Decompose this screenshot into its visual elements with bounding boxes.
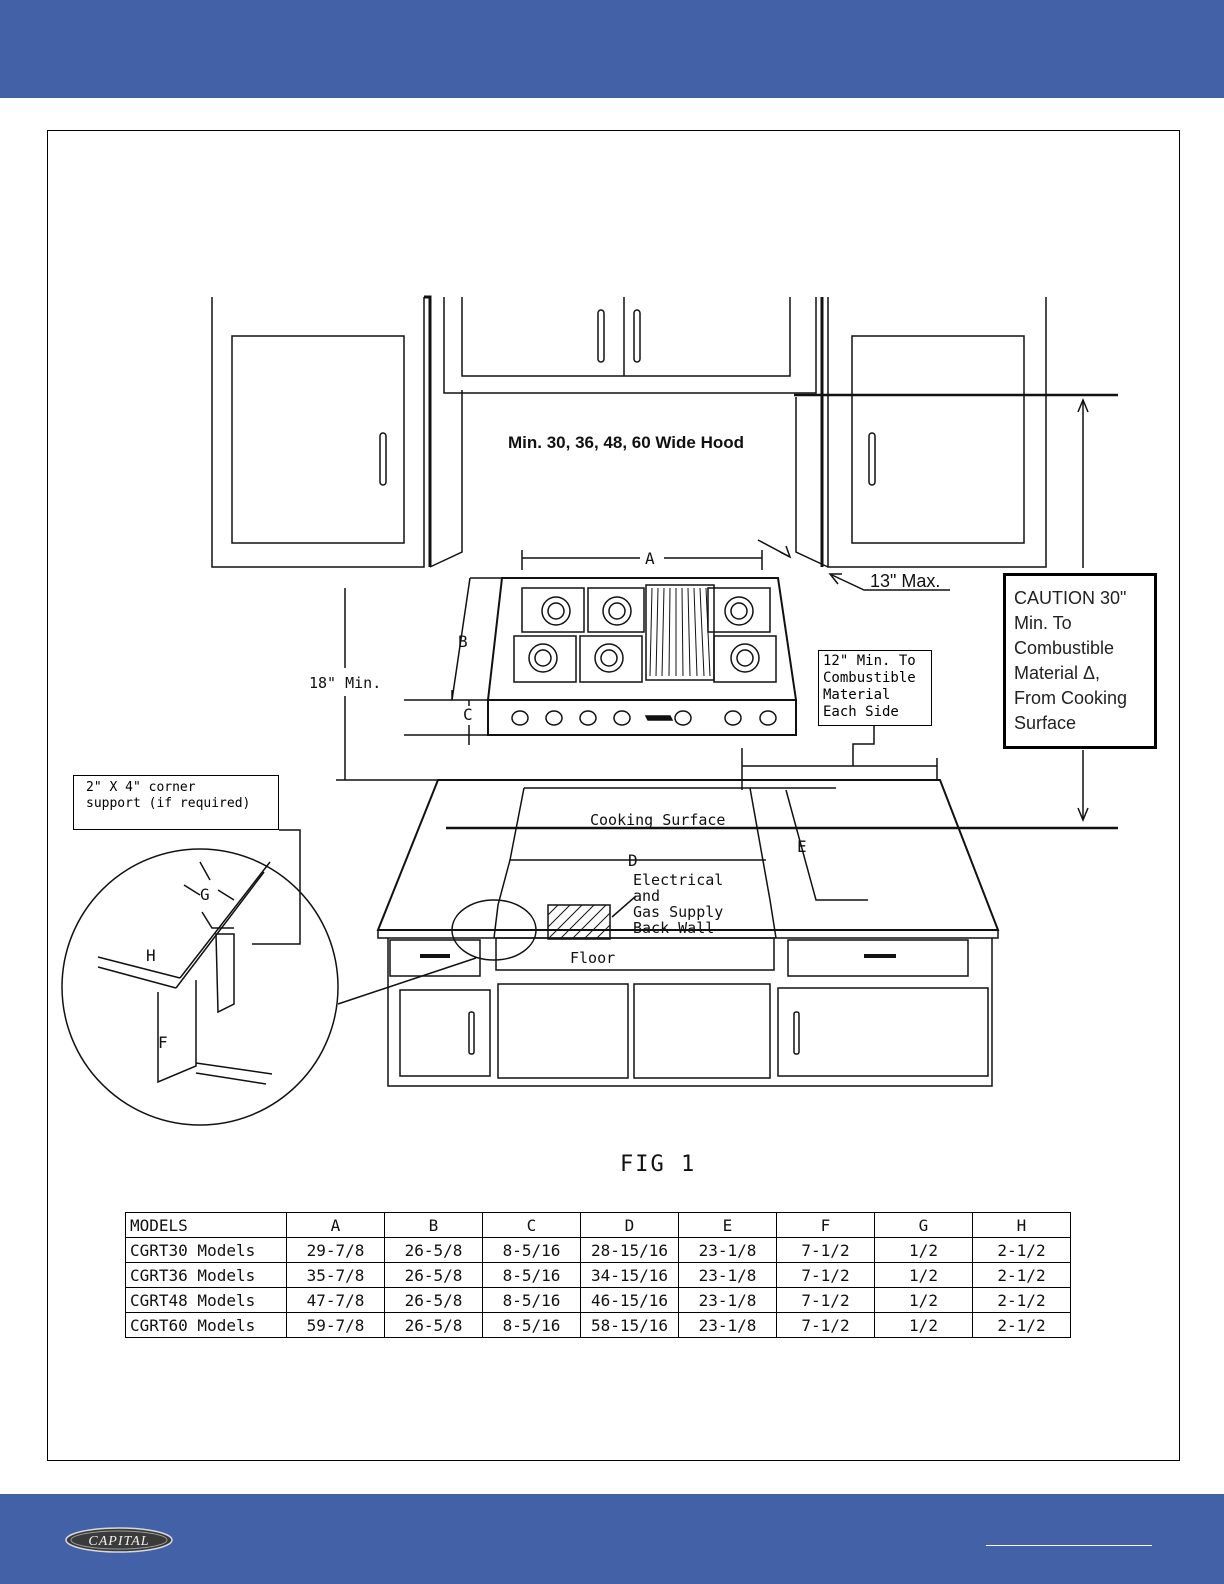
- figure-frame: [47, 130, 1180, 1461]
- table-cell: 23-1/8: [678, 1237, 777, 1263]
- table-cell: CGRT60 Models: [125, 1312, 287, 1338]
- table-cell: 1/2: [874, 1262, 973, 1288]
- logo-wordmark: CAPITAL: [88, 1534, 149, 1549]
- corner-detail: [61, 848, 339, 1126]
- center-wall-cabinet: [443, 297, 817, 394]
- table-cell: 58-15/16: [580, 1312, 679, 1338]
- dimension-f-label: F: [158, 1033, 168, 1052]
- caution-line: Combustible: [1014, 638, 1115, 658]
- table-cell: 8-5/16: [482, 1287, 581, 1313]
- column-header: B: [384, 1212, 483, 1238]
- footer-rule: [986, 1545, 1152, 1546]
- dimension-a-label: A: [645, 549, 655, 568]
- table-cell: 29-7/8: [286, 1237, 385, 1263]
- table-cell: 2-1/2: [972, 1262, 1071, 1288]
- table-header-row: MODELS A B C D E F G H: [125, 1212, 1071, 1238]
- table-cell: 7-1/2: [776, 1287, 875, 1313]
- table-cell: 8-5/16: [482, 1262, 581, 1288]
- dimension-h-label: H: [146, 946, 156, 965]
- table-cell: 8-5/16: [482, 1312, 581, 1338]
- table-cell: 23-1/8: [678, 1312, 777, 1338]
- table-cell: 23-1/8: [678, 1262, 777, 1288]
- column-header: E: [678, 1212, 777, 1238]
- dimension-c-label: C: [463, 705, 473, 724]
- table-cell: 8-5/16: [482, 1237, 581, 1263]
- note-line: 12" Min. To: [823, 653, 916, 669]
- island-cabinet: [376, 779, 1000, 1087]
- note-line: Combustible: [823, 670, 916, 686]
- dimension-b-label: B: [458, 632, 468, 651]
- table-cell: 26-5/8: [384, 1237, 483, 1263]
- header-band: [0, 0, 1224, 98]
- side-clearance-note: 12" Min. To Combustible Material Each Si…: [818, 650, 932, 726]
- note-line: Material: [823, 687, 891, 703]
- table-cell: 59-7/8: [286, 1312, 385, 1338]
- rangetop: [486, 577, 798, 736]
- table-cell: 7-1/2: [776, 1262, 875, 1288]
- table-cell: 2-1/2: [972, 1237, 1071, 1263]
- capital-logo: CAPITAL: [65, 1527, 173, 1553]
- table-row: CGRT60 Models 59-7/8 26-5/8 8-5/16 58-15…: [125, 1312, 1071, 1338]
- hood-label: Min. 30, 36, 48, 60 Wide Hood: [508, 433, 745, 452]
- table-cell: 7-1/2: [776, 1237, 875, 1263]
- table-cell: 47-7/8: [286, 1287, 385, 1313]
- corner-line: support (if required): [86, 796, 251, 811]
- table-cell: CGRT36 Models: [125, 1262, 287, 1288]
- table-cell: 34-15/16: [580, 1262, 679, 1288]
- dimensions-table: MODELS A B C D E F G H CGRT30 Models 29-…: [125, 1212, 1071, 1338]
- table-cell: 26-5/8: [384, 1262, 483, 1288]
- dimension-g-label: G: [200, 885, 210, 904]
- table-row: CGRT36 Models 35-7/8 26-5/8 8-5/16 34-15…: [125, 1262, 1071, 1288]
- table-cell: 26-5/8: [384, 1312, 483, 1338]
- table-cell: 1/2: [874, 1312, 973, 1338]
- table-row: CGRT30 Models 29-7/8 26-5/8 8-5/16 28-15…: [125, 1237, 1071, 1263]
- column-header: G: [874, 1212, 973, 1238]
- supply-line: Gas Supply: [633, 903, 724, 921]
- supply-line: Back Wall: [633, 919, 715, 937]
- table-row: CGRT48 Models 47-7/8 26-5/8 8-5/16 46-15…: [125, 1287, 1071, 1313]
- right-wall-cabinet: [795, 297, 1047, 568]
- corner-support-note: 2" X 4" corner support (if required): [73, 775, 279, 830]
- table-cell: 2-1/2: [972, 1287, 1071, 1313]
- caution-line: From Cooking: [1014, 688, 1128, 708]
- corner-line: 2" X 4" corner: [86, 780, 196, 795]
- table-cell: CGRT48 Models: [125, 1287, 287, 1313]
- column-header: F: [776, 1212, 875, 1238]
- table-cell: 28-15/16: [580, 1237, 679, 1263]
- floor-label: Floor: [570, 949, 616, 967]
- table-cell: 1/2: [874, 1287, 973, 1313]
- caution-line: CAUTION 30": [1014, 588, 1127, 608]
- table-cell: 23-1/8: [678, 1287, 777, 1313]
- footer-band: [0, 1494, 1224, 1584]
- min-18-label: 18" Min.: [309, 674, 382, 692]
- column-header: A: [286, 1212, 385, 1238]
- column-header: D: [580, 1212, 679, 1238]
- left-wall-cabinet: [211, 295, 463, 568]
- note-line: Each Side: [823, 704, 899, 720]
- caution-line: Surface: [1014, 713, 1077, 733]
- caution-line: Material Δ,: [1014, 663, 1101, 683]
- column-header: H: [972, 1212, 1071, 1238]
- table-cell: CGRT30 Models: [125, 1237, 287, 1263]
- table-cell: 35-7/8: [286, 1262, 385, 1288]
- table-cell: 26-5/8: [384, 1287, 483, 1313]
- supply-line: and: [633, 887, 661, 905]
- max-13-label: 13" Max.: [870, 571, 941, 591]
- supply-line: Electrical: [633, 871, 724, 889]
- table-cell: 7-1/2: [776, 1312, 875, 1338]
- figure-caption: FIG 1: [620, 1152, 697, 1177]
- table-cell: 2-1/2: [972, 1312, 1071, 1338]
- dimension-e-label: E: [797, 837, 807, 856]
- column-header: C: [482, 1212, 581, 1238]
- caution-line: Min. To: [1014, 613, 1072, 633]
- column-header: MODELS: [125, 1212, 287, 1238]
- caution-box: CAUTION 30" Min. To Combustible Material…: [1003, 573, 1157, 749]
- table-cell: 1/2: [874, 1237, 973, 1263]
- table-cell: 46-15/16: [580, 1287, 679, 1313]
- dimension-d-label: D: [628, 851, 638, 870]
- cooking-surface-label: Cooking Surface: [590, 811, 726, 829]
